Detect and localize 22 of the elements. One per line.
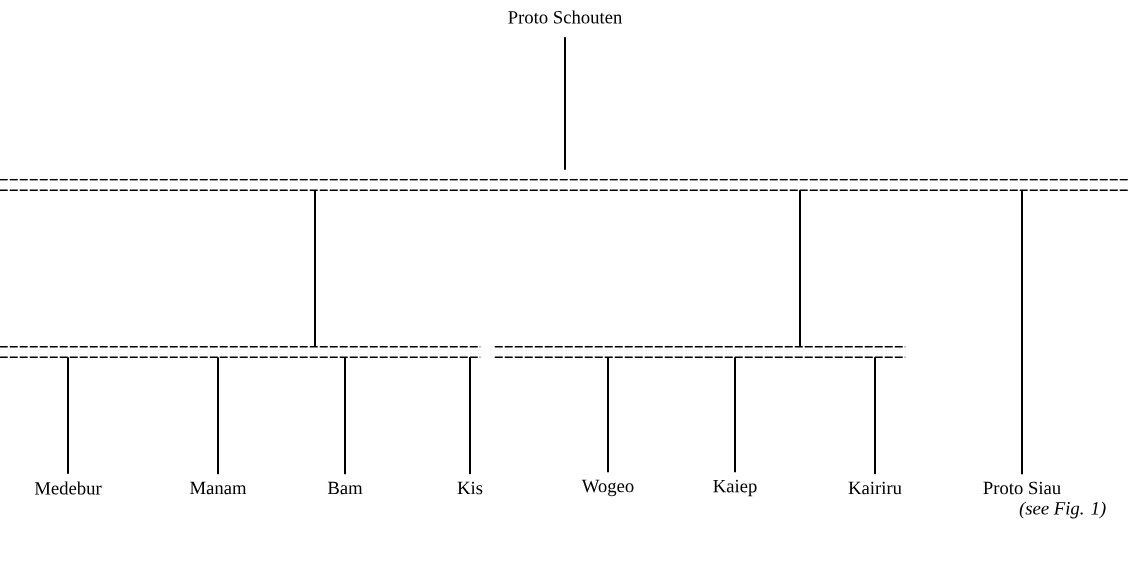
language-name: Proto Siau: [983, 481, 1061, 495]
language-name: Medebur: [34, 481, 102, 495]
branch-line: [314, 189, 316, 348]
language-name: Wogeo: [581, 479, 634, 497]
note: (see Fig. 1): [1019, 501, 1106, 519]
language-name: Bam: [327, 481, 363, 495]
branch-line: [469, 356, 471, 476]
branch-line: [217, 356, 219, 476]
language-name: Kis: [457, 481, 483, 495]
double-rule: [0, 178, 1128, 192]
language-name: Proto Schouten: [508, 10, 623, 24]
branch-line: [564, 36, 566, 171]
branch-line: [607, 356, 609, 474]
language-name: Manam: [190, 481, 247, 495]
language-name: Kaiep: [713, 479, 757, 497]
language-name: Kairiru: [848, 481, 902, 495]
branch-line: [67, 356, 69, 475]
branch-line: [874, 356, 876, 476]
branch-line: [1021, 189, 1023, 476]
branch-line: [344, 356, 346, 476]
branch-line: [799, 189, 801, 348]
branch-line: [734, 356, 736, 474]
